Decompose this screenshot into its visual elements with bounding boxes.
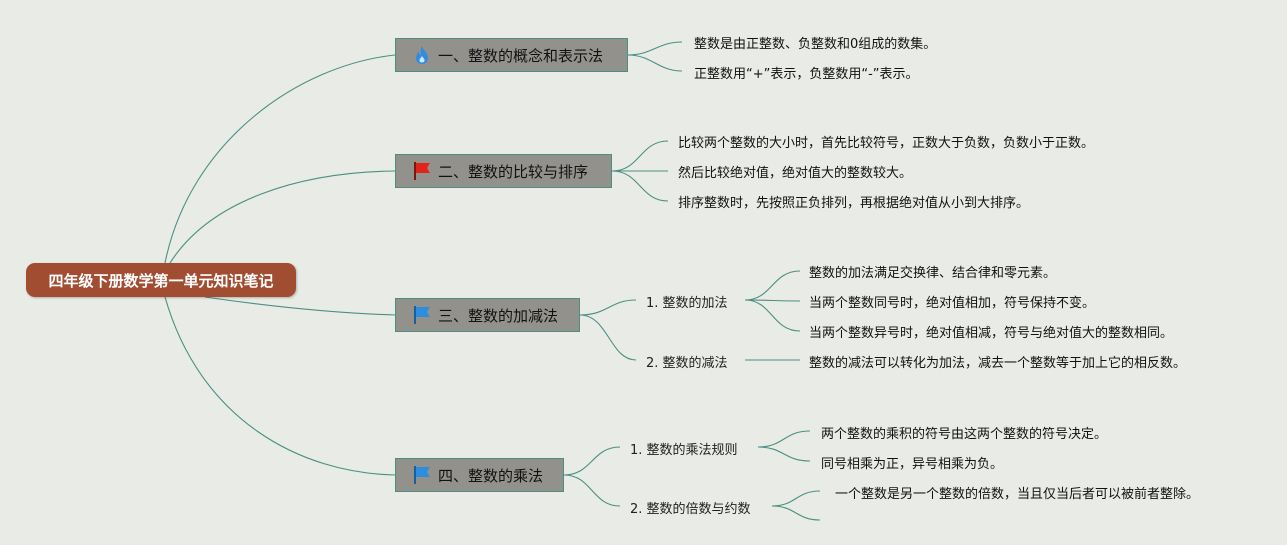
subtopic-label[interactable]: 2. 整数的倍数与约数 <box>630 502 751 517</box>
connector-t3s1-leaf1 <box>744 270 801 301</box>
topic-node-2[interactable]: 二、整数的比较与排序 <box>395 154 612 188</box>
connector-t4s2-leaf1 <box>771 490 821 507</box>
connector-root-topic4 <box>164 296 396 476</box>
blue-flag-icon <box>412 465 432 485</box>
subtopic-label[interactable]: 1. 整数的乘法规则 <box>630 443 738 458</box>
red-flag-icon <box>412 161 432 181</box>
leaf-text: 比较两个整数的大小时，首先比较符号，正数大于负数，负数小于正数。 <box>678 136 1095 151</box>
leaf-text: 然后比较绝对值，绝对值大的整数较大。 <box>678 166 913 181</box>
subtopic-label[interactable]: 1. 整数的加法 <box>646 296 728 311</box>
connector-topic1-leaf1 <box>627 41 683 56</box>
connector-topic4-sub2 <box>563 474 621 507</box>
leaf-text: 整数的加法满足交换律、结合律和零元素。 <box>809 266 1057 281</box>
connector-t4s2-leaf2 <box>771 505 821 521</box>
leaf-text: 同号相乘为正，异号相乘为负。 <box>821 457 1004 472</box>
leaf-text: 正整数用“+”表示，负整数用“-”表示。 <box>694 67 919 82</box>
connector-topic3-sub1 <box>579 299 637 316</box>
connector-topic3-sub2 <box>579 314 637 361</box>
connector-root-topic2 <box>169 170 396 264</box>
leaf-text: 当两个整数异号时，绝对值相减，符号与绝对值大的整数相同。 <box>809 326 1174 341</box>
connector-root-topic1 <box>164 54 396 264</box>
topic-node-3[interactable]: 三、整数的加减法 <box>395 298 580 332</box>
topic-label: 三、整数的加减法 <box>438 306 559 325</box>
leaf-text: 当两个整数同号时，绝对值相加，符号保持不变。 <box>809 296 1096 311</box>
root-node[interactable]: 四年级下册数学第一单元知识笔记 <box>26 263 296 297</box>
connector-root-topic3 <box>204 296 396 316</box>
blue-flag-icon <box>412 305 432 325</box>
fire-icon <box>412 45 432 65</box>
connector-t4s1-leaf1 <box>757 430 811 448</box>
topic-node-4[interactable]: 四、整数的乘法 <box>395 458 564 492</box>
subtopic-label[interactable]: 2. 整数的减法 <box>646 356 728 371</box>
connector-topic2-leaf3 <box>611 170 669 202</box>
leaf-text: 两个整数的乘积的符号由这两个整数的符号决定。 <box>821 427 1108 442</box>
topic-label: 二、整数的比较与排序 <box>438 162 589 181</box>
leaf-text: 整数是由正整数、负整数和0组成的数集。 <box>694 37 937 52</box>
connector-topic2-leaf1 <box>611 140 669 172</box>
topic-label: 四、整数的乘法 <box>438 466 544 485</box>
topic-label: 一、整数的概念和表示法 <box>438 46 604 65</box>
leaf-text: 整数的减法可以转化为加法，减去一个整数等于加上它的相反数。 <box>809 356 1187 371</box>
connector-topic1-leaf2 <box>627 54 683 72</box>
leaf-text: 排序整数时，先按照正负排列，再根据绝对值从小到大排序。 <box>678 196 1030 211</box>
connector-t3s1-leaf3 <box>744 299 801 332</box>
connector-topic4-sub1 <box>563 446 621 476</box>
topic-node-1[interactable]: 一、整数的概念和表示法 <box>395 38 628 72</box>
leaf-text: 一个整数是另一个整数的倍数，当且仅当后者可以被前者整除。 <box>835 487 1200 502</box>
connector-t4s1-leaf2 <box>757 446 811 462</box>
